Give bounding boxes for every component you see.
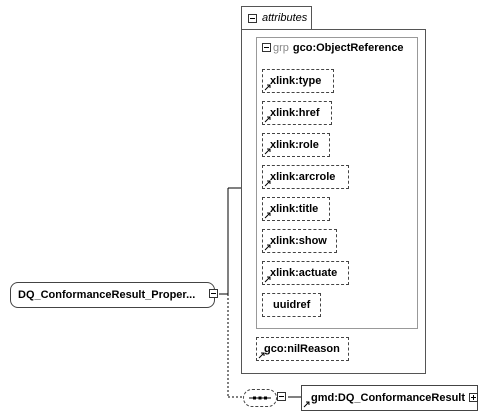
child-element-box[interactable]: gmd:DQ_ConformanceResult [301,385,478,411]
child-element-label: gmd:DQ_ConformanceResult [311,392,466,404]
attribute-label: gco:nilReason [264,343,340,355]
attributes-tab[interactable]: attributes [241,6,312,30]
attribute-xlink-show[interactable]: xlink:show [262,229,337,253]
collapse-icon[interactable] [277,392,286,401]
attribute-label: xlink:show [270,235,327,247]
reference-arrow-icon [264,84,271,91]
attribute-xlink-actuate[interactable]: xlink:actuate [262,261,349,285]
reference-arrow-icon [264,180,271,187]
attribute-label: xlink:role [270,139,319,151]
reference-arrow-icon [303,401,310,408]
attribute-label: uuidref [273,299,311,311]
attribute-xlink-href[interactable]: xlink:href [262,101,332,125]
attribute-label: xlink:arcrole [270,171,336,183]
collapse-icon[interactable] [262,43,271,52]
attribute-xlink-type[interactable]: xlink:type [262,69,334,93]
sequence-compositor[interactable] [243,389,277,407]
attributes-tab-label: attributes [262,12,308,24]
collapse-icon[interactable] [248,14,257,23]
sequence-icon [249,396,271,400]
attribute-label: xlink:type [270,75,322,87]
group-name: gco:ObjectReference [292,42,404,54]
attribute-gco-nilreason[interactable]: gco:nilReason [256,337,349,361]
attribute-label: xlink:href [270,107,320,119]
reference-arrow-icon [264,212,271,219]
reference-arrow-icon [264,148,271,155]
reference-arrow-icon [264,276,271,283]
reference-arrow-icon [264,244,271,251]
group-kind-label: grp [273,42,289,54]
collapse-icon[interactable] [209,289,218,298]
expand-icon[interactable] [469,393,478,402]
attribute-xlink-title[interactable]: xlink:title [262,197,330,221]
attribute-xlink-role[interactable]: xlink:role [262,133,330,157]
attribute-label: xlink:title [270,203,319,215]
root-element-box[interactable]: DQ_ConformanceResult_Proper... [10,282,215,308]
attribute-label: xlink:actuate [270,267,338,279]
reference-arrow-icon [264,116,271,123]
reference-arrow-icon [258,352,265,359]
root-element-label: DQ_ConformanceResult_Proper... [18,289,196,301]
attribute-xlink-arcrole[interactable]: xlink:arcrole [262,165,349,189]
attribute-uuidref[interactable]: uuidref [262,293,321,317]
